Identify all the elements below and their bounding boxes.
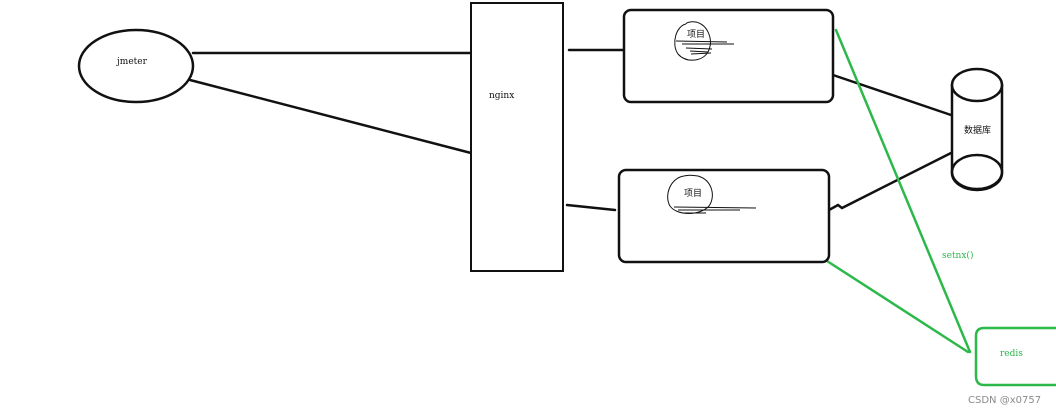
edge-project-top-redis — [834, 28, 972, 354]
database-node: 数据库 — [950, 67, 1004, 192]
edge-jmeter-nginx-bottom — [188, 78, 473, 155]
scribble-top — [675, 40, 734, 55]
project-bottom-label: 项目 — [684, 188, 702, 199]
edge-project-bottom-redis — [825, 259, 970, 354]
redis-label: redis — [1000, 349, 1023, 359]
project-bottom-node: 项目 — [617, 168, 831, 264]
setnx-label: setnx() — [942, 250, 973, 261]
jmeter-label: jmeter — [116, 57, 148, 67]
edge-project-bottom-database — [827, 151, 953, 212]
edge-project-top-database — [831, 73, 953, 117]
project-top-node: 项目 — [622, 8, 835, 104]
project-top-label: 项目 — [687, 29, 705, 40]
nginx-label: nginx — [489, 91, 514, 101]
scribble-bottom — [673, 206, 757, 214]
jmeter-node: jmeter — [77, 28, 195, 104]
csdn-watermark: CSDN @x0757 — [968, 395, 1041, 406]
edge-nginx-project-bottom — [565, 203, 617, 212]
database-label: 数据库 — [964, 124, 991, 136]
nginx-node: nginx — [470, 2, 564, 272]
redis-node: redis — [974, 326, 1056, 387]
